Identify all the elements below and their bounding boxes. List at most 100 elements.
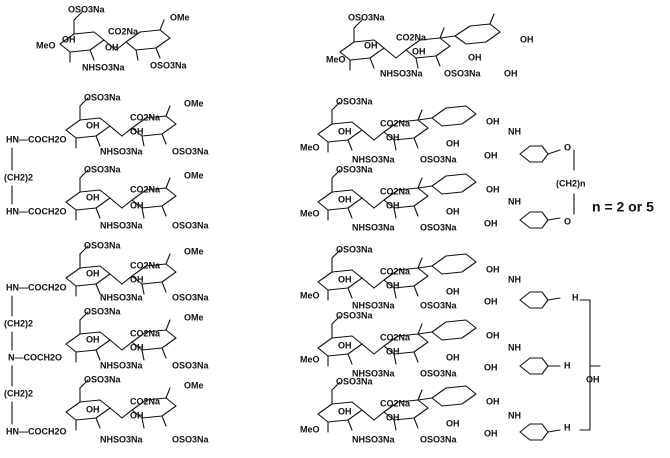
- label-nh: NH: [508, 274, 521, 284]
- label-co2na: CO2Na: [396, 32, 427, 42]
- label-co2na: CO2Na: [130, 260, 161, 270]
- label-oh: OH: [484, 362, 498, 372]
- label-oh: OH: [386, 200, 400, 210]
- label-co2na: CO2Na: [380, 266, 411, 276]
- label-nh: NH: [508, 342, 521, 352]
- label-oso3na: OSO3Na: [84, 164, 122, 174]
- label-oso3na: OSO3Na: [420, 154, 458, 164]
- label-oso3na: OSO3Na: [84, 240, 122, 250]
- label-oh: OH: [504, 68, 518, 78]
- structure-left-dimer: OSO3Na CO2Na OH OH OMe NHSO3Na OSO3Na HN…: [4, 92, 210, 230]
- label-oh: OH: [130, 342, 144, 352]
- label-oso3na: OSO3Na: [150, 60, 188, 70]
- label-oso3na: OSO3Na: [84, 306, 122, 316]
- label-oso3na: OSO3Na: [336, 310, 374, 320]
- label-nhso3na: NHSO3Na: [100, 434, 144, 444]
- label-linker-ch2: (CH2)2: [4, 172, 33, 182]
- label-nhso3na: NHSO3Na: [100, 360, 144, 370]
- label-meo: MeO: [300, 142, 320, 152]
- label-oh: OH: [486, 264, 500, 274]
- label-oso3na: OSO3Na: [172, 360, 210, 370]
- label-oso3na: OSO3Na: [420, 222, 458, 232]
- label-oh: OH: [386, 280, 400, 290]
- label-oh: OH: [130, 274, 144, 284]
- label-oso3na: OSO3Na: [420, 434, 458, 444]
- label-oh: OH: [486, 396, 500, 406]
- label-oso3na: OSO3Na: [172, 292, 210, 302]
- label-nhso3na: NHSO3Na: [82, 62, 126, 72]
- label-oh: OH: [130, 410, 144, 420]
- label-co2na: CO2Na: [130, 184, 161, 194]
- label-oh: OH: [105, 42, 119, 52]
- label-oh: OH: [338, 406, 352, 416]
- label-linker-amide: HN—COCH2O: [6, 282, 67, 292]
- label-ome: OMe: [170, 12, 190, 22]
- label-oso3na: OSO3Na: [172, 220, 210, 230]
- label-nhso3na: NHSO3Na: [100, 146, 144, 156]
- label-oh: OH: [386, 132, 400, 142]
- label-meo: MeO: [300, 208, 320, 218]
- label-oh: OH: [338, 274, 352, 284]
- label-oh: OH: [446, 418, 460, 428]
- label-oh: OH: [386, 346, 400, 356]
- label-meo: MeO: [300, 354, 320, 364]
- label-oso3na: OSO3Na: [420, 368, 458, 378]
- label-oh: OH: [86, 268, 100, 278]
- label-oso3na: OSO3Na: [336, 96, 374, 106]
- label-nh: NH: [508, 410, 521, 420]
- structure-disaccharide-methyl-glycoside: OSO3Na CO2Na OH OH OMe MeO NHSO3Na OSO3N…: [36, 4, 190, 72]
- label-co2na: CO2Na: [380, 332, 411, 342]
- label-oso3na: OSO3Na: [172, 146, 210, 156]
- label-nhso3na: NHSO3Na: [380, 68, 424, 78]
- label-oh: OH: [364, 40, 378, 50]
- label-oso3na: OSO3Na: [444, 68, 482, 78]
- label-central-oh: OH: [586, 374, 600, 384]
- label-oh: OH: [130, 200, 144, 210]
- label-co2na: CO2Na: [380, 398, 411, 408]
- structure-right-dimer: OSO3Na CO2Na OH OH MeO NHSO3Na OSO3Na OH…: [300, 96, 586, 232]
- label-ome: OMe: [184, 380, 204, 390]
- label-h: H: [564, 422, 571, 432]
- label-oh: OH: [86, 192, 100, 202]
- label-oh: OH: [486, 330, 500, 340]
- label-oh: OH: [62, 34, 76, 44]
- label-oso3na: OSO3Na: [336, 376, 374, 386]
- label-nh: NH: [508, 196, 521, 206]
- label-linker-ch2: (CH2)2: [4, 318, 33, 328]
- label-oh: OH: [412, 46, 426, 56]
- label-co2na: CO2Na: [130, 328, 161, 338]
- label-oh: OH: [386, 412, 400, 422]
- structure-trisaccharide: OSO3Na CO2Na OH OH MeO NHSO3Na OSO3Na OH…: [326, 12, 534, 78]
- label-meo: MeO: [36, 40, 56, 50]
- label-oso3na: OSO3Na: [420, 300, 458, 310]
- label-oso3na: OSO3Na: [336, 244, 374, 254]
- structure-right-trimer: OSO3Na CO2Na OH OH MeO NHSO3Na OSO3Na OH…: [300, 244, 601, 444]
- label-co2na: CO2Na: [380, 186, 411, 196]
- label-oh: OH: [486, 184, 500, 194]
- label-oh: OH: [338, 126, 352, 136]
- label-nhso3na: NHSO3Na: [100, 220, 144, 230]
- label-ome: OMe: [184, 246, 204, 256]
- label-nhso3na: NHSO3Na: [352, 154, 396, 164]
- label-oh: OH: [86, 404, 100, 414]
- label-oh: OH: [486, 116, 500, 126]
- label-meo: MeO: [326, 54, 346, 64]
- label-oh: OH: [484, 428, 498, 438]
- label-oh: OH: [446, 286, 460, 296]
- label-oh: OH: [468, 52, 482, 62]
- label-n-equals: n = 2 or 5: [592, 199, 654, 215]
- label-oso3na: OSO3Na: [84, 92, 122, 102]
- label-nhso3na: NHSO3Na: [352, 434, 396, 444]
- label-oh: OH: [446, 206, 460, 216]
- label-linker-amide: HN—COCH2O: [6, 134, 67, 144]
- label-oh: OH: [446, 138, 460, 148]
- label-oh: OH: [446, 352, 460, 362]
- label-co2na: CO2Na: [108, 26, 139, 36]
- label-oh: OH: [484, 150, 498, 160]
- label-linker-ch2n: (CH2)n: [556, 178, 586, 188]
- label-carbonyl-o: O: [564, 142, 571, 152]
- label-co2na: CO2Na: [380, 118, 411, 128]
- label-meo: MeO: [300, 290, 320, 300]
- label-ome: OMe: [184, 98, 204, 108]
- label-nhso3na: NHSO3Na: [352, 300, 396, 310]
